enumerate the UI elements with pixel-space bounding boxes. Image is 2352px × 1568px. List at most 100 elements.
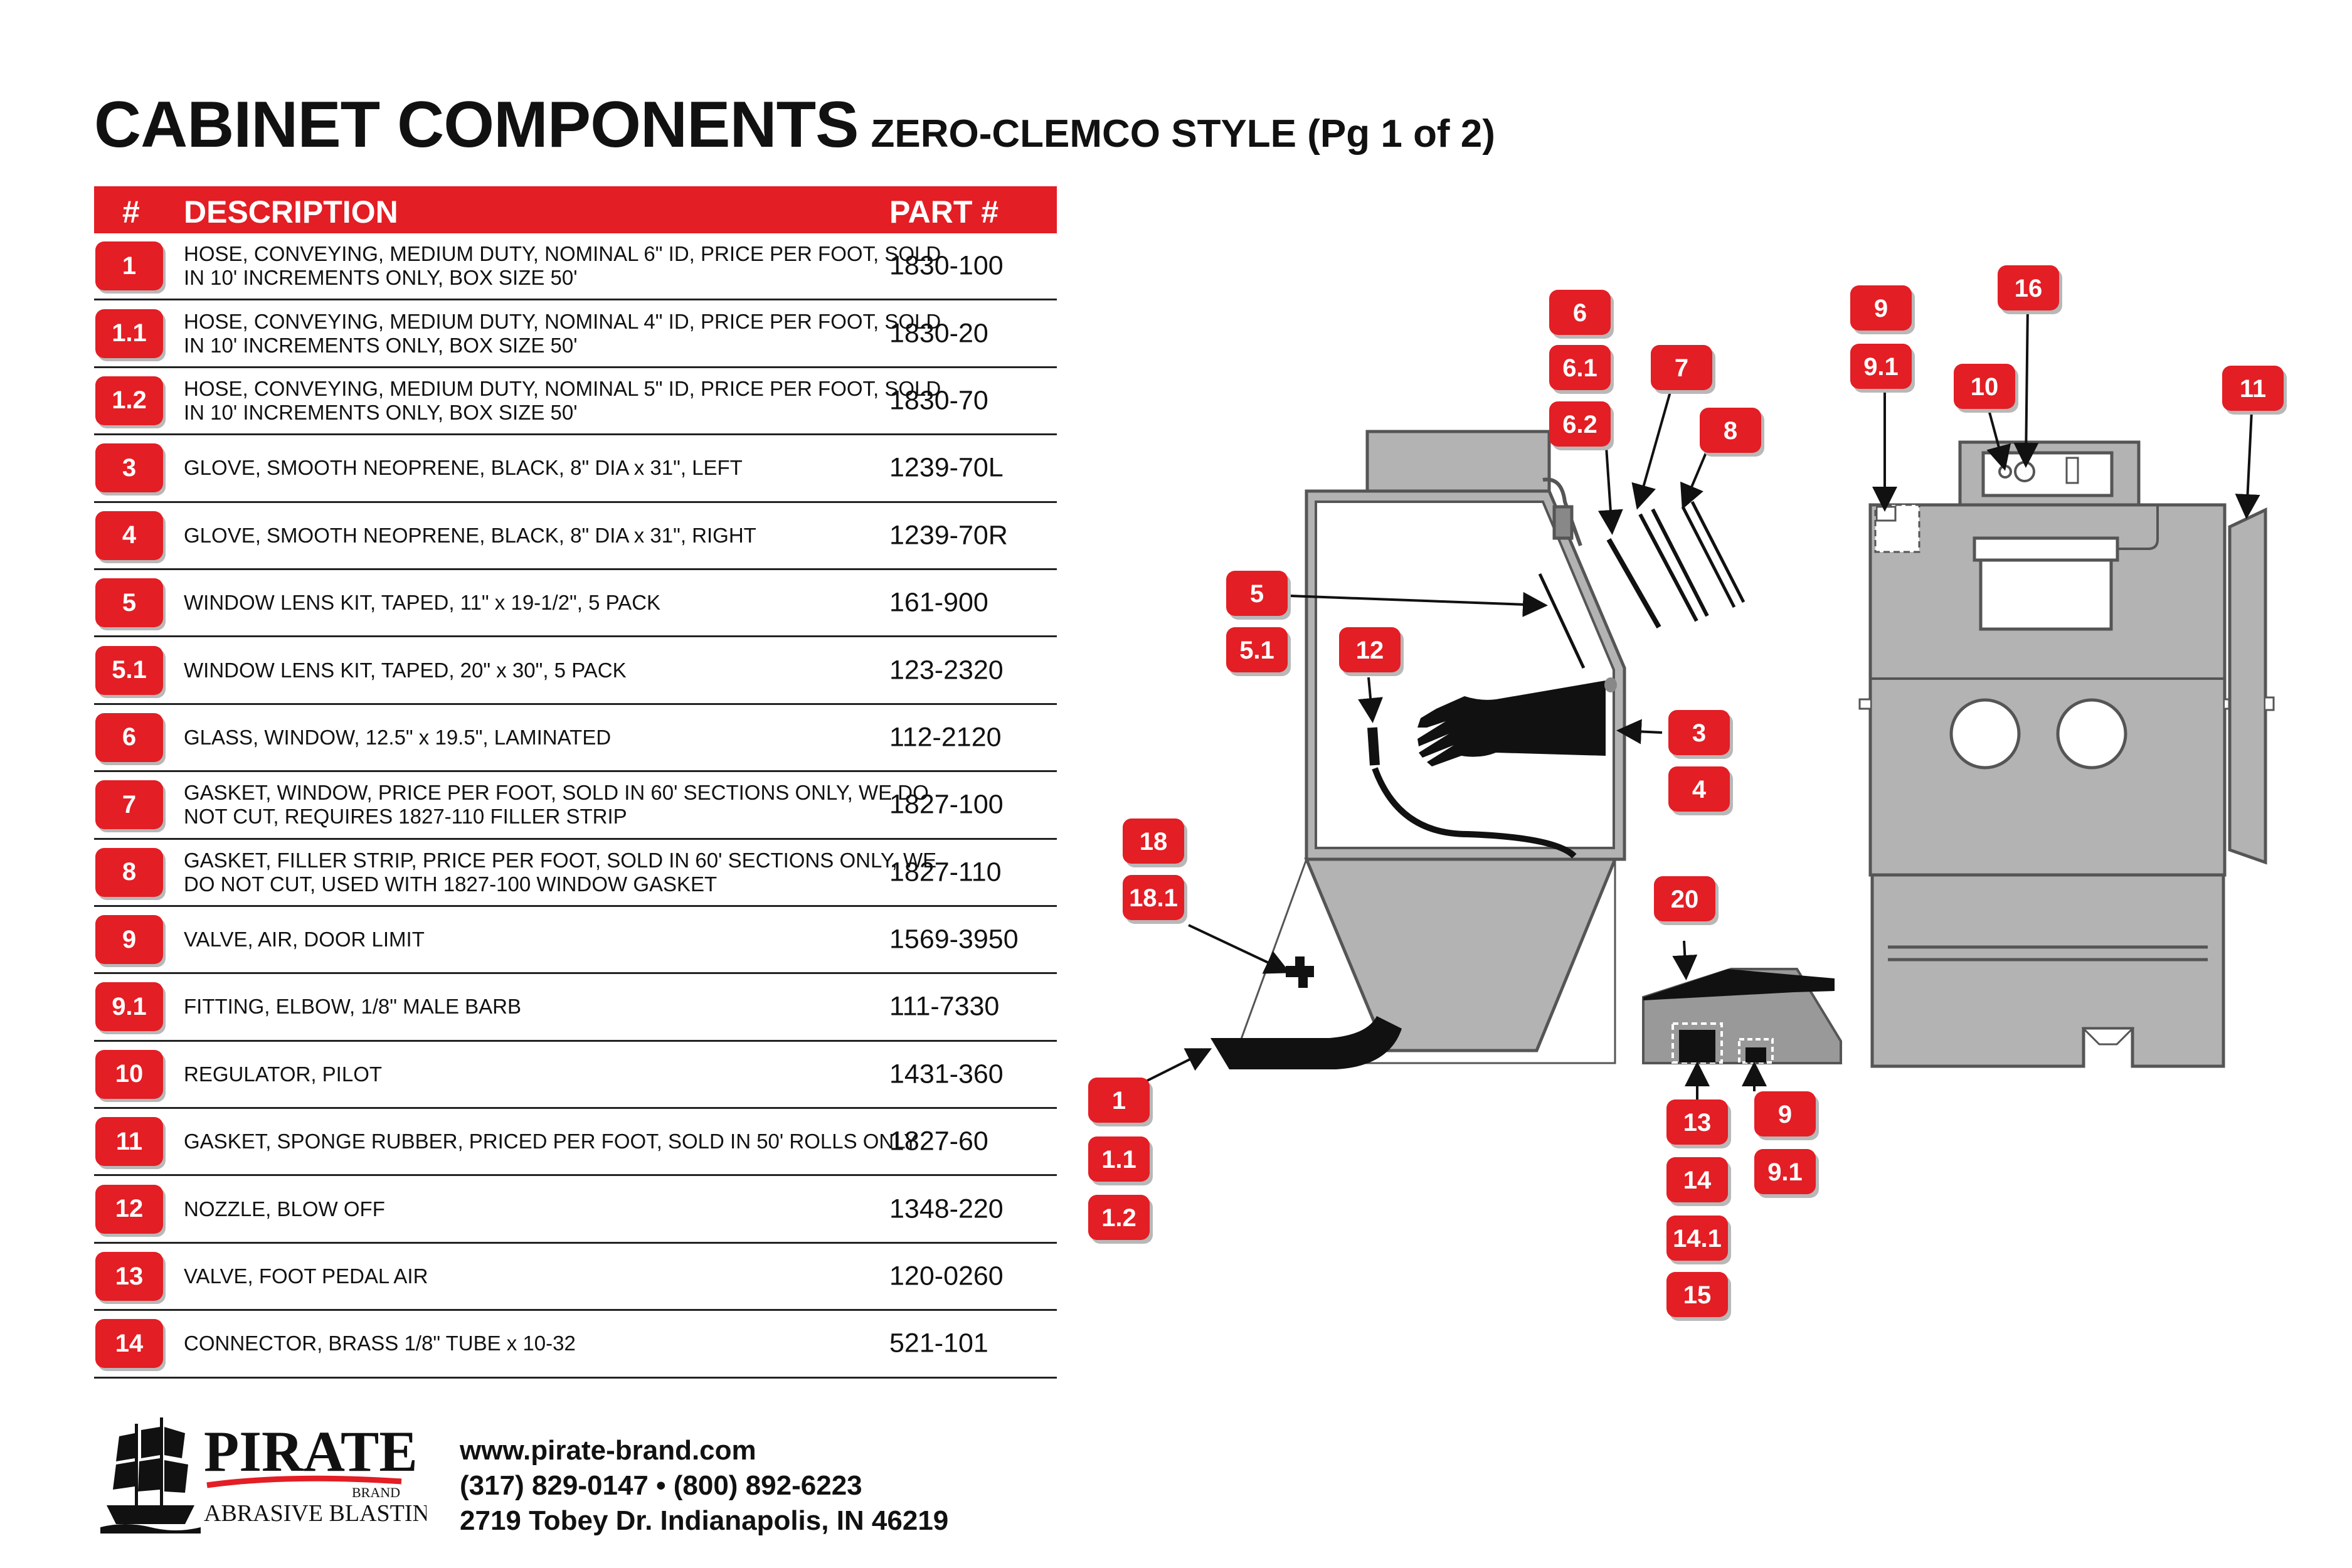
row-description: GLASS, WINDOW, 12.5" x 19.5", LAMINATED: [184, 725, 612, 749]
side-hinge: [1552, 505, 1574, 540]
switch-icon: [2065, 457, 2079, 484]
callout-6: 6: [1549, 290, 1614, 339]
row-description: WINDOW LENS KIT, TAPED, 11" x 19-1/2", 5…: [184, 591, 661, 615]
svg-text:5.1: 5.1: [1239, 637, 1274, 664]
door-valve-box: [1874, 504, 1920, 553]
side-hopper: [1304, 857, 1618, 1052]
side-top-box: [1365, 430, 1551, 493]
svg-text:18.1: 18.1: [1129, 884, 1178, 912]
callout-9-pedal: 9: [1754, 1091, 1819, 1140]
svg-text:1.2: 1.2: [1101, 1204, 1136, 1232]
callout-13: 13: [1666, 1099, 1731, 1148]
glove-port-left: [1949, 698, 2021, 770]
logo-sub: ABRASIVE BLASTING: [204, 1500, 426, 1527]
row-part-number: 1830-70: [889, 385, 988, 416]
callout-8: 8: [1700, 408, 1764, 457]
pirate-logo: PIRATE BRAND ABRASIVE BLASTING: [100, 1417, 426, 1534]
nozzle-icon: [1367, 727, 1577, 859]
leader-lines: [1144, 304, 2260, 1101]
part-lens: [1538, 573, 1586, 669]
row-description: CONNECTOR, BRASS 1/8" TUBE x 10-32: [184, 1332, 576, 1355]
gauge-icon: [2014, 461, 2035, 482]
callout-10: 10: [1954, 364, 2018, 413]
row-part-number: 1827-100: [889, 789, 1004, 820]
callout-6-2: 6.2: [1549, 401, 1614, 450]
row-number-badge: 1.2: [95, 376, 163, 425]
svg-text:3: 3: [1692, 719, 1706, 747]
front-base: [1870, 873, 2225, 1068]
callout-1: 1: [1088, 1078, 1153, 1126]
row-description: WINDOW LENS KIT, TAPED, 20" x 30", 5 PAC…: [184, 658, 627, 682]
svg-text:9: 9: [1778, 1101, 1792, 1128]
header-part: PART #: [889, 194, 999, 230]
row-description: REGULATOR, PILOT: [184, 1062, 383, 1086]
contact-info: www.pirate-brand.com (317) 829-0147 • (8…: [460, 1433, 948, 1539]
table-row: 1.2 HOSE, CONVEYING, MEDIUM DUTY, NOMINAL…: [94, 368, 1057, 436]
row-description: VALVE, FOOT PEDAL AIR: [184, 1264, 428, 1288]
callout-14-1: 14.1: [1666, 1216, 1731, 1264]
svg-text:10: 10: [1971, 373, 1999, 401]
side-door-handle: [1542, 477, 1582, 547]
svg-text:16: 16: [2015, 275, 2043, 302]
door-valve-icon: [1875, 506, 1897, 522]
svg-text:1.1: 1.1: [1101, 1146, 1136, 1173]
callout-9-1: 9.1: [1850, 344, 1915, 393]
svg-text:15: 15: [1683, 1281, 1712, 1309]
front-open-door: [2228, 507, 2267, 865]
row-description: GASKET, FILLER STRIP, PRICE PER FOOT, SO…: [184, 848, 937, 896]
row-description: GLOVE, SMOOTH NEOPRENE, BLACK, 8" DIA x …: [184, 523, 756, 547]
website-link[interactable]: www.pirate-brand.com: [460, 1435, 756, 1466]
callout-6-1: 6.1: [1549, 345, 1614, 394]
svg-text:7: 7: [1675, 354, 1688, 382]
svg-text:14: 14: [1683, 1167, 1712, 1194]
part-filler-strip: [1681, 501, 1745, 608]
callout-1-1: 1.1: [1088, 1136, 1153, 1185]
regulator-knob-icon: [1998, 465, 2012, 479]
row-part-number: 112-2120: [889, 722, 1002, 753]
row-part-number: 1348-220: [889, 1194, 1004, 1224]
row-number-badge: 5.1: [95, 645, 163, 695]
front-latch-left: [1858, 698, 1870, 710]
table-row: 5 WINDOW LENS KIT, TAPED, 11" x 19-1/2", …: [94, 570, 1057, 638]
hose-icon: [1210, 1016, 1402, 1069]
window-parts: [1538, 501, 1745, 669]
table-row: 6 GLASS, WINDOW, 12.5" x 19.5", LAMINATED…: [94, 705, 1057, 773]
front-cable: [2117, 505, 2159, 550]
svg-text:9.1: 9.1: [1863, 353, 1899, 381]
row-description: HOSE, CONVEYING, MEDIUM DUTY, NOMINAL 5"…: [184, 376, 941, 424]
row-part-number: 1239-70R: [889, 520, 1008, 551]
header-description: DESCRIPTION: [184, 194, 398, 230]
callout-15: 15: [1666, 1272, 1731, 1321]
side-cabinet-interior: [1315, 501, 1615, 849]
callout-4: 4: [1668, 766, 1733, 815]
callout-badges: 6 6.1 6.2 7 8 5 5.1 12 3 4 18 18.1 1 1.1…: [1088, 265, 2287, 1321]
svg-text:20: 20: [1671, 886, 1699, 913]
row-description: NOZZLE, BLOW OFF: [184, 1197, 385, 1221]
row-number-badge: 13: [95, 1252, 163, 1301]
row-number-badge: 5: [95, 578, 163, 628]
row-description: GASKET, WINDOW, PRICE PER FOOT, SOLD IN …: [184, 781, 929, 829]
row-description: FITTING, ELBOW, 1/8" MALE BARB: [184, 995, 522, 1019]
row-description: HOSE, CONVEYING, MEDIUM DUTY, NOMINAL 4"…: [184, 309, 941, 357]
row-part-number: 1239-70L: [889, 452, 1004, 483]
svg-text:18: 18: [1140, 828, 1168, 856]
svg-text:9.1: 9.1: [1767, 1158, 1803, 1186]
row-number-badge: 6: [95, 712, 163, 762]
table-row: 13 VALVE, FOOT PEDAL AIR 120-0260: [94, 1244, 1057, 1311]
svg-text:12: 12: [1356, 637, 1384, 664]
callout-20: 20: [1654, 876, 1719, 925]
row-number-badge: 14: [95, 1319, 163, 1369]
callout-9-1-pedal: 9.1: [1754, 1149, 1819, 1198]
table-row: 5.1 WINDOW LENS KIT, TAPED, 20" x 30", 5 …: [94, 637, 1057, 705]
row-part-number: 120-0260: [889, 1261, 1004, 1291]
logo-brand: BRAND: [352, 1485, 400, 1500]
svg-text:11: 11: [2240, 375, 2266, 403]
row-description: HOSE, CONVEYING, MEDIUM DUTY, NOMINAL 6"…: [184, 242, 941, 290]
row-number-badge: 11: [95, 1117, 163, 1167]
